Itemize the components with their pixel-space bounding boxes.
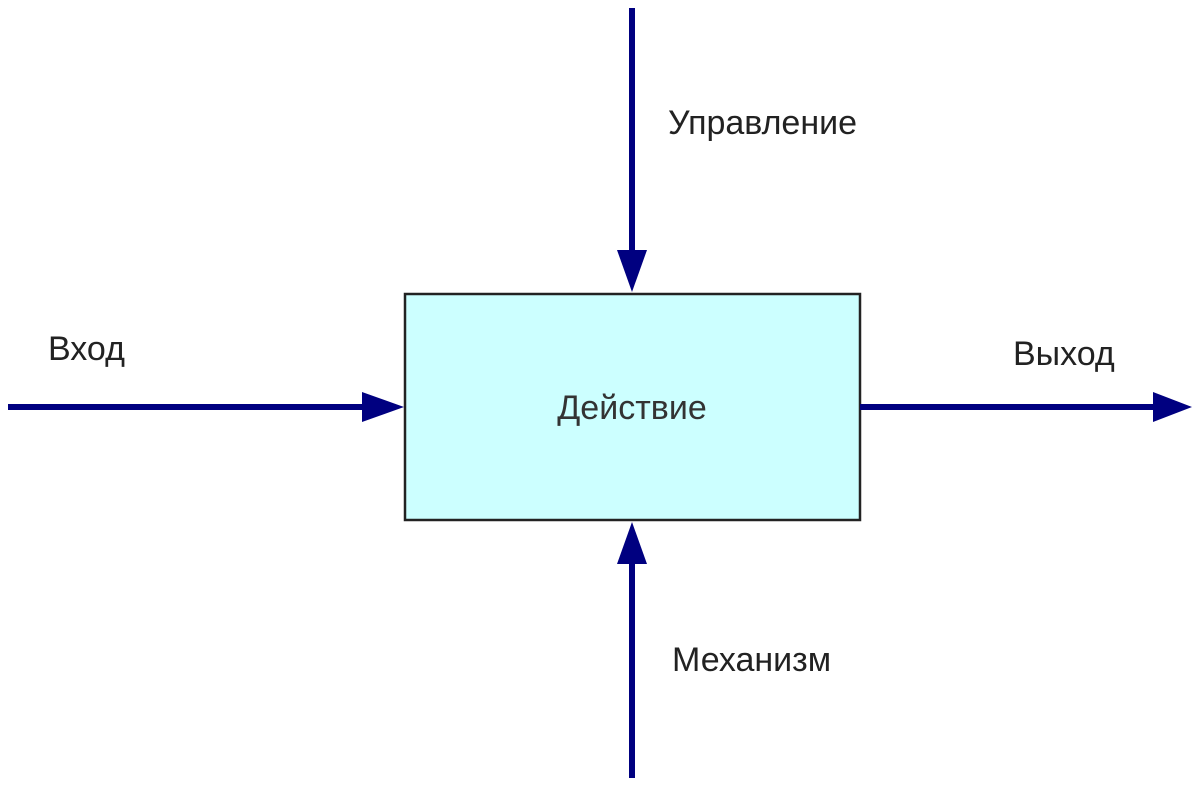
input-arrowhead <box>362 392 404 422</box>
control-arrowhead <box>617 250 647 292</box>
mechanism-arrowhead <box>617 522 647 564</box>
mechanism-label: Механизм <box>672 641 831 679</box>
input-arrow <box>8 392 404 422</box>
control-arrow <box>617 8 647 292</box>
input-label: Вход <box>48 330 125 368</box>
function-box <box>403 292 862 522</box>
function-box-label: Действие <box>557 389 706 427</box>
output-arrowhead <box>1153 392 1192 422</box>
mechanism-arrow <box>617 522 647 778</box>
control-label: Управление <box>668 104 857 142</box>
output-label: Выход <box>1013 335 1115 373</box>
output-arrow <box>860 392 1192 422</box>
